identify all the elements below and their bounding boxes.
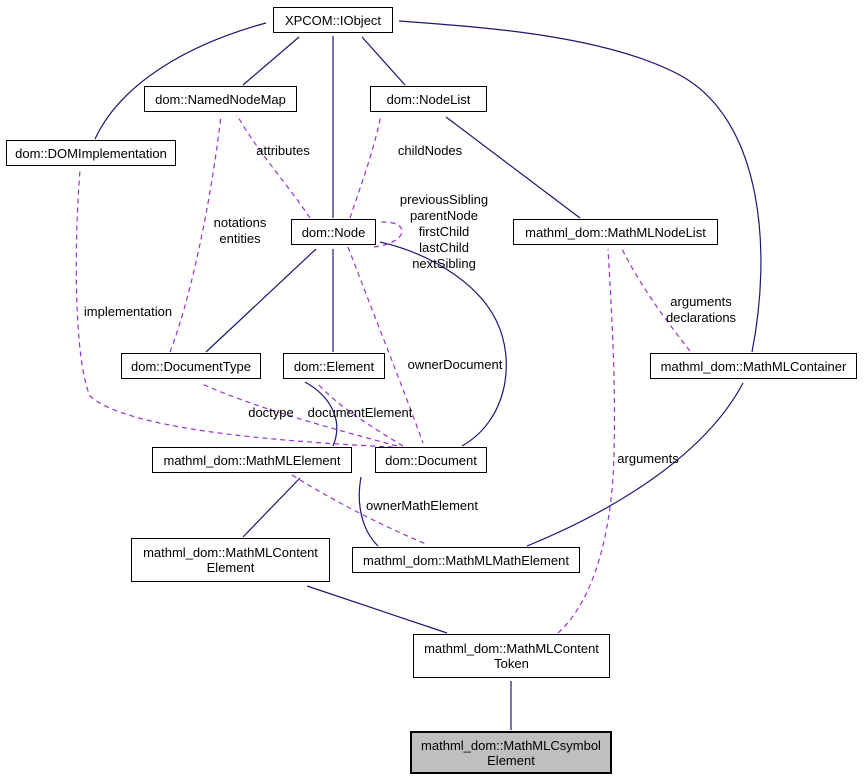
- edge-label-arguments: arguments: [617, 451, 679, 466]
- edge-container-iobject: [398, 20, 762, 353]
- edge-mathmlnodelist-nodelist: [445, 116, 581, 219]
- edge-mathmlelement-element: [304, 381, 338, 447]
- edge-node-self-loop: [373, 221, 403, 248]
- node-mathml-nodelist[interactable]: mathml_dom::MathMLNodeList: [513, 219, 718, 245]
- edge-label-documentelement: documentElement: [307, 405, 413, 420]
- node-dom-element[interactable]: dom::Element: [283, 353, 385, 379]
- edge-label-arguments-declarations: arguments declarations: [665, 294, 737, 325]
- edge-domimplementation-iobject: [94, 22, 267, 140]
- edge-contenttoken-mathmlnodelist: [557, 248, 616, 634]
- node-mathml-container[interactable]: mathml_dom::MathMLContainer: [650, 353, 857, 379]
- node-mathml-content-element[interactable]: mathml_dom::MathMLContent Element: [131, 538, 330, 582]
- edge-label-childnodes: childNodes: [397, 143, 463, 158]
- edge-mathmlelement-mathelement: [291, 474, 427, 545]
- edge-mathelement-mathmlelement: [358, 476, 379, 547]
- node-dom-namednodemap[interactable]: dom::NamedNodeMap: [144, 86, 297, 112]
- edge-namednodemap-iobject: [242, 36, 300, 86]
- node-mathml-csymbol-element[interactable]: mathml_dom::MathMLCsymbol Element: [410, 731, 612, 774]
- node-dom-documenttype[interactable]: dom::DocumentType: [121, 353, 261, 379]
- node-dom-node[interactable]: dom::Node: [291, 219, 376, 245]
- node-dom-nodelist[interactable]: dom::NodeList: [370, 86, 487, 112]
- edge-contenttoken-contentelement: [306, 585, 448, 634]
- edge-document-domimplementation: [75, 169, 394, 448]
- node-xpcom-iobject[interactable]: XPCOM::IObject: [273, 7, 393, 33]
- edge-document-documenttype: [199, 382, 398, 447]
- edge-document-element: [317, 383, 404, 447]
- edge-nodelist-iobject: [361, 36, 406, 86]
- edge-node-nodelist: [349, 114, 382, 219]
- edge-container-mathmlnodelist: [621, 248, 691, 352]
- edge-mathelement-container: [526, 382, 744, 547]
- edge-document-node: [379, 241, 507, 447]
- edge-documenttype-node: [205, 248, 317, 353]
- node-dom-domimplementation[interactable]: dom::DOMImplementation: [6, 140, 176, 166]
- node-dom-document[interactable]: dom::Document: [375, 447, 487, 473]
- edge-label-doctype: doctype: [248, 405, 294, 420]
- edge-label-node-self-refs: previousSibling parentNode firstChild la…: [399, 192, 489, 271]
- edge-label-notations-entities: notations entities: [213, 215, 267, 246]
- edge-label-ownermathelement: ownerMathElement: [366, 498, 478, 513]
- edge-label-attributes: attributes: [256, 143, 310, 158]
- edge-documenttype-namednodemap: [169, 114, 222, 353]
- edge-label-implementation: implementation: [83, 304, 173, 319]
- node-mathml-content-token[interactable]: mathml_dom::MathMLContent Token: [413, 634, 610, 678]
- edge-label-ownerdocument: ownerDocument: [407, 357, 503, 372]
- edge-contentelement-mathmlelement: [242, 477, 301, 538]
- node-mathml-math-element[interactable]: mathml_dom::MathMLMathElement: [352, 547, 580, 573]
- edge-node-namednodemap: [236, 114, 311, 219]
- node-mathml-element[interactable]: mathml_dom::MathMLElement: [152, 447, 352, 473]
